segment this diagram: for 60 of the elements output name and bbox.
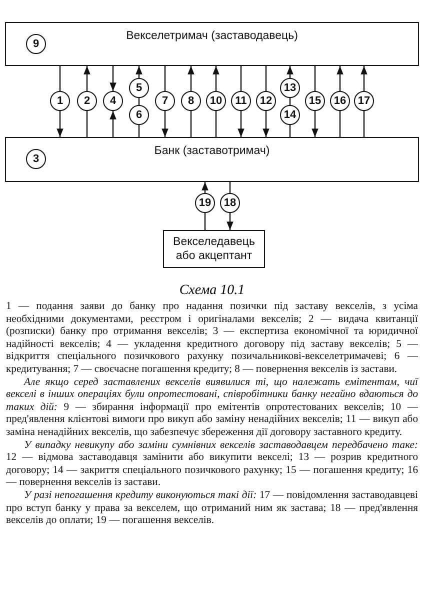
- paragraph: Але якщо серед заставлених векселів виявилися ті, що належать емітентам, чиї векселі в інших операціях були опротестовані, співробітники банку негайно вдаються до таких дій: 9 — збирання інформації про емітентів опротестованих векселів; 10 — пред'явлення клієнтові вимоги про викуп або заміну ненадійних векселів; 11 — викуп або заміна ненадійних векселів, що забезпечує збереження дії договору заставного кредиту.: [6, 376, 418, 440]
- numbered-circle: 1: [50, 91, 70, 111]
- box-label: Векселедавець або акцептант: [172, 235, 256, 263]
- arrow: [188, 66, 194, 91]
- numbered-circle: 3: [26, 149, 46, 169]
- party-box: [5, 137, 419, 182]
- connector-line: [215, 111, 217, 137]
- box-label: Банк (заставотримач): [153, 144, 271, 158]
- connector-line: [363, 111, 365, 137]
- arrow: [238, 111, 244, 137]
- arrow: [286, 66, 294, 78]
- arrow: [56, 111, 64, 137]
- connector-line: [86, 111, 88, 137]
- arrow: [262, 111, 270, 137]
- numbered-circle: 6: [129, 105, 149, 125]
- party-box: [5, 22, 419, 66]
- arrow: [360, 66, 368, 91]
- arrow: [212, 66, 220, 91]
- arrow: [312, 111, 318, 137]
- numbered-circle: 10: [206, 91, 226, 111]
- connector-line: [265, 66, 267, 91]
- arrow: [162, 111, 168, 137]
- arrow: [84, 66, 90, 91]
- numbered-circle: 16: [330, 91, 350, 111]
- paragraph: У разі непогашення кредиту виконуються такі дії: 17 — повідомлення заставодавцеві про вступ банку у права за векселем, що отриманий ним як застава; 18 — пред'явлення векселів до оплати; 19 — погашення векселів.: [6, 490, 418, 528]
- arrow: [110, 111, 116, 137]
- numbered-circle: 4: [103, 91, 123, 111]
- connector-line: [204, 213, 206, 230]
- connector-line: [240, 66, 242, 91]
- numbered-circle: 13: [280, 78, 300, 98]
- arrow: [110, 66, 116, 91]
- numbered-circle: 5: [129, 78, 149, 98]
- connector-line: [314, 66, 316, 91]
- connector-line: [59, 66, 61, 91]
- numbered-circle: 18: [220, 193, 240, 213]
- connector-line: [164, 66, 166, 91]
- numbered-circle: 14: [280, 105, 300, 125]
- connector-line: [229, 182, 231, 193]
- paragraph: 1 — подання заяви до банку про надання позички під заставу векселів, з усіма необхідними документами, реєстром і оригіналами векселів; 2 — видача квитанції (розписки) банку про отримання векселів; 3 — експертиза економічної та юридичної надійності векселів; 4 — укладення кредитного договору під заставу векселів; 5 — відкриття спеціального позичкового рахунку позичальникові-векселетримачеві; 6 — кредитування; 7 — своєчасне погашення кредиту; 8 — повернення векселів із застави.: [6, 301, 418, 377]
- paragraph: У випадку невикупу або заміни сумнівних векселів заставодавцем передбачено таке: 12 — відмова заставодавця замінити або викупити векселі; 13 — розрив кредитного договору; 14 — закриття спеціального позичкового рахунку; 15 — погашення кредиту; 16 — повернення векселів із застави.: [6, 440, 418, 490]
- numbered-circle: 17: [354, 91, 374, 111]
- numbered-circle: 19: [195, 193, 215, 213]
- arrow: [202, 182, 208, 193]
- connector-line: [339, 111, 341, 137]
- caption: Схема 10.1: [178, 283, 246, 299]
- connector-line: [190, 111, 192, 137]
- box-label: Векселетримач (заставодавець): [125, 29, 299, 43]
- arrow: [136, 66, 142, 78]
- arrow: [226, 213, 234, 230]
- numbered-circle: 7: [155, 91, 175, 111]
- party-box: [163, 230, 265, 268]
- connector-line: [138, 125, 140, 137]
- numbered-circle: 15: [305, 91, 325, 111]
- connector-line: [289, 125, 291, 137]
- numbered-circle: 11: [231, 91, 251, 111]
- numbered-circle: 9: [26, 34, 46, 54]
- numbered-circle: 8: [181, 91, 201, 111]
- arrow: [336, 66, 344, 91]
- numbered-circle: 12: [256, 91, 276, 111]
- numbered-circle: 2: [77, 91, 97, 111]
